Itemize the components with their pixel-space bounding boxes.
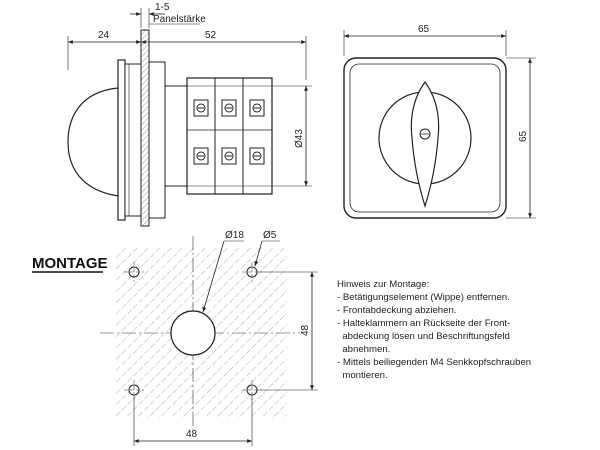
terminal-screw [193,147,209,165]
notes-line: - Frontabdeckung abziehen. [337,305,456,316]
terminal-screw [221,147,237,165]
knob-lever [410,80,440,209]
corner-holes [124,262,262,400]
center-hole [170,310,216,356]
corner-hole-label: Ø5 [263,230,277,241]
mounting-notes: Hinweis zur Montage: - Betätigungselemen… [337,279,531,381]
diameter-value: Ø43 [294,129,305,148]
back-depth-value: 52 [205,30,217,41]
height-value: 65 [518,130,529,142]
shaft-housing [164,85,188,187]
notes-line: - Mittels beiliegenden M4 Senkkopfschrau… [337,357,531,368]
switch-body [186,77,273,195]
montage-section: MONTAGE [32,230,318,446]
panel-thickness-range: 1-5 [155,2,170,13]
width-value: 65 [418,24,430,35]
vertical-spacing-value: 48 [300,324,311,336]
corner-hole [124,380,144,400]
front-plate-outer [117,59,126,221]
front-plate-inner [124,63,142,217]
side-view: 1-5 Panelstärke 24 52 [67,2,312,227]
montage-title: MONTAGE [32,255,108,272]
terminal-screw [249,99,265,117]
notes-line: abdeckung lösen und Beschriftungsfeld [337,331,510,342]
terminal-screw [221,99,237,117]
terminal-screw [193,99,209,117]
notes-line: montieren. [337,370,388,381]
notes-line: abnehmen. [337,344,390,355]
corner-hole [242,380,262,400]
horizontal-spacing-value: 48 [186,429,198,440]
back-plate [148,61,166,219]
front-depth-value: 24 [98,30,110,41]
front-view: 65 65 [343,24,536,219]
knob-dome [67,87,119,197]
notes-line: - Betätigungselement (Wippe) entfernen. [337,292,510,303]
notes-line: - Halteklammern an Rückseite der Front- [337,318,510,329]
panel-thickness-label: Panelstärke [153,14,206,25]
terminal-screw [249,147,265,165]
terminal-screws [193,99,265,165]
corner-hole [124,262,144,282]
mounting-panel [140,29,150,227]
corner-hole-leader [254,240,263,267]
center-hole-label: Ø18 [225,230,244,241]
notes-heading: Hinweis zur Montage: [337,279,429,290]
corner-hole [242,262,262,282]
center-hole-leader [202,240,225,313]
